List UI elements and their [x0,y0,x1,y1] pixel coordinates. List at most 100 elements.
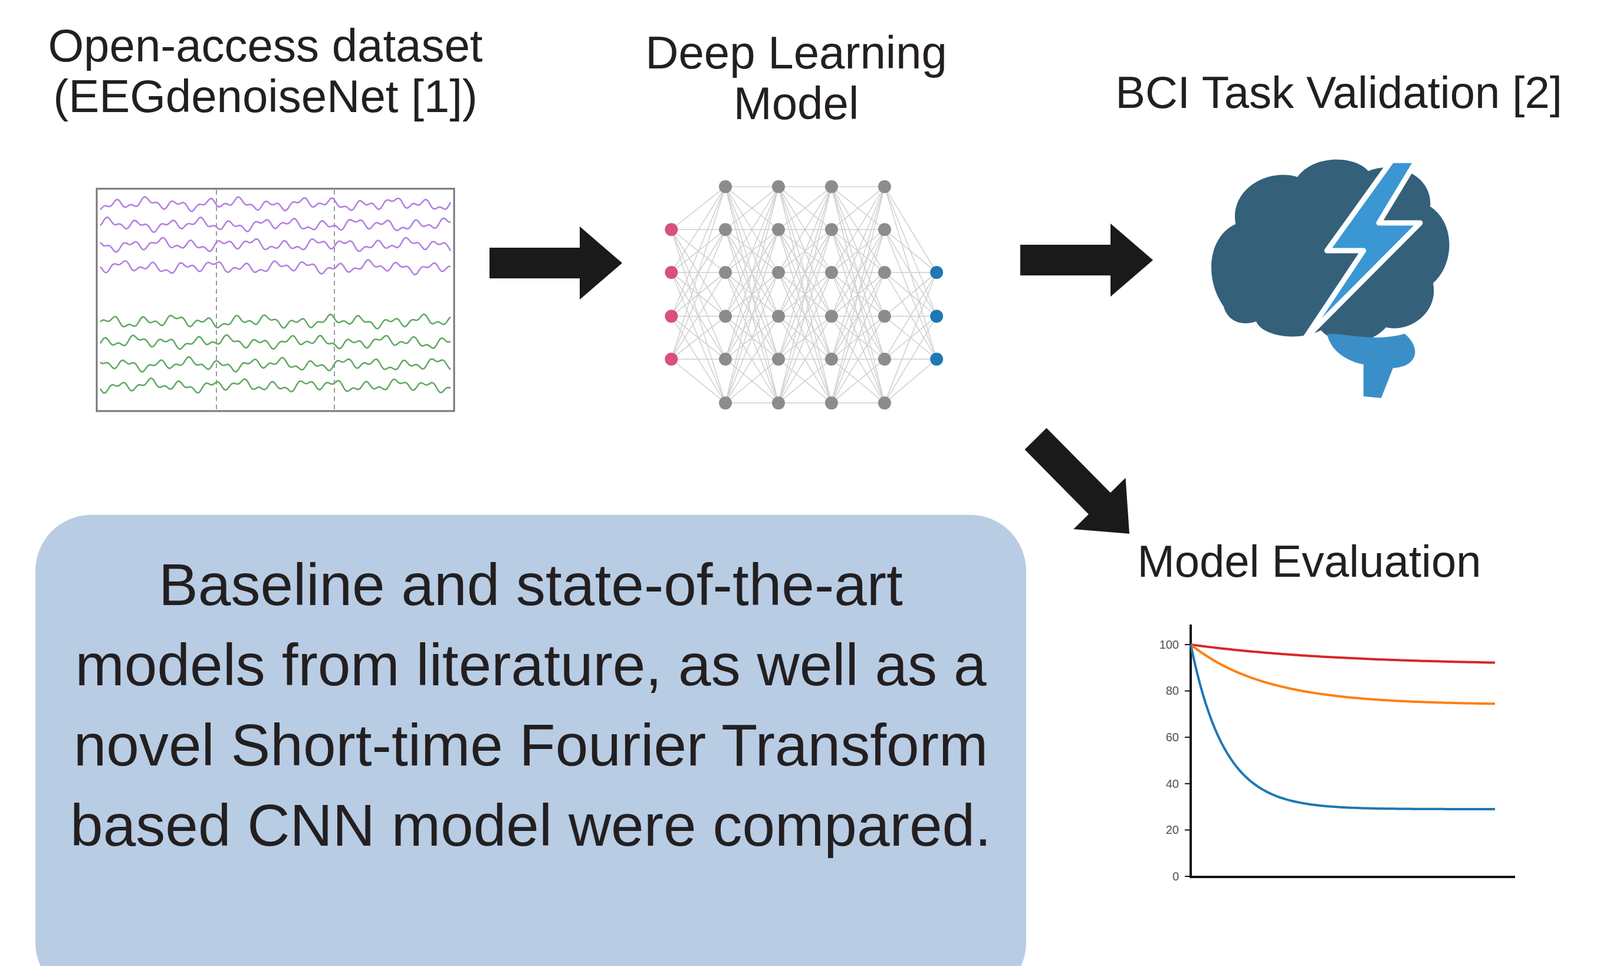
nn-connection [884,186,937,273]
cerebellum [1326,333,1415,399]
nn-connection [725,186,779,273]
eeg-trace [100,260,451,275]
nn-connection [671,272,726,403]
nn-connection [884,229,937,360]
nn-connection [671,186,726,231]
nn-connection [725,316,779,403]
nn-neuron [878,180,892,194]
tick-mark [1184,783,1191,785]
tick-marks [1184,644,1191,877]
eeg-trace [100,196,451,212]
stage-node: Model Evaluation [1132,536,1487,897]
nn-connection [831,359,885,403]
nn-neuron [771,265,785,279]
eeg-trace [100,356,451,373]
nn-connection [725,316,779,403]
eeg-traces [100,196,451,394]
nn-connection [671,359,726,403]
nn-connection [671,229,726,360]
nn-connection [831,186,885,231]
eeg-trace [100,334,451,350]
nn-connection [725,272,779,403]
nn-connection [778,359,832,403]
nn-neuron [825,396,839,410]
curve [1190,644,1496,663]
nn-connection [831,186,885,231]
cerebrum [1211,159,1450,343]
nn-connection [725,359,779,403]
nn-connection [831,186,885,404]
nn-connection [725,402,779,404]
nn-neuron [771,222,785,236]
dashed-divider [333,189,335,410]
nn-connection [778,229,832,403]
stage-node: BCI Task Validation [2] [1091,67,1587,410]
nn-connection [831,272,885,403]
eeg-trace [100,378,451,393]
eeg-trace [100,217,451,233]
nn-connection [831,229,885,403]
nn-neuron [771,180,785,194]
stage-title: Deep Learning Model [640,27,952,130]
stage-title: Model Evaluation [1132,536,1487,587]
nn-neuron [825,180,839,194]
nn-neuron [825,222,839,236]
nn-connection [831,186,885,317]
nn-connection [671,272,726,360]
nn-connection [725,229,779,403]
nn-neuron [930,309,944,323]
nn-connection [671,272,726,360]
nn-neuron [664,309,678,323]
axis-tick-label: 60 [1137,730,1179,745]
nn-neuron [878,352,892,366]
evaluation-chart [1184,624,1516,878]
stage-title: Open-access dataset (EEGdenoiseNet [1]) [29,20,502,123]
nn-connection [831,186,885,404]
plot-frame [96,188,455,412]
nn-neuron [825,352,839,366]
nn-connection [778,272,832,403]
nn-neuron [878,265,892,279]
nn-connection [778,186,832,360]
curve [1190,644,1496,810]
nn-connection [884,229,937,273]
curve [1190,644,1496,704]
nn-connection [725,229,779,403]
nn-connection [671,316,726,403]
nn-connection [725,272,779,403]
nn-connection [831,186,885,188]
x-axis [1189,875,1516,879]
dashed-divider [215,189,218,410]
nn-connection [778,186,832,404]
stage-node: Deep Learning Model [640,27,952,437]
nn-connection [831,186,885,360]
nn-connection [778,186,832,273]
tick-mark [1184,690,1191,692]
nn-connection [671,358,726,360]
nn-connection [725,186,779,360]
nn-neuron [878,396,892,410]
nn-connection [725,186,779,360]
nn-neuron [664,222,678,236]
nn-connection [884,316,937,403]
eeg-plot [96,188,455,412]
nn-connection [884,186,937,317]
nn-connection [671,316,726,360]
nn-connection [671,186,726,317]
brain-icon [1211,159,1450,399]
nn-connection [884,272,937,403]
nn-connection [884,359,937,403]
nn-connection [725,186,779,404]
tick-mark [1184,829,1191,831]
nn-connection [778,186,832,317]
nn-neuron [771,352,785,366]
nn-connection [884,186,937,360]
nn-neuron [878,309,892,323]
nn-neuron [771,396,785,410]
summary-box: Baseline and state-of-the-art models fro… [35,514,1027,966]
nn-neuron [664,352,678,366]
nn-connection [725,186,779,231]
nn-neuron [718,352,732,366]
nn-neuron [718,396,732,410]
